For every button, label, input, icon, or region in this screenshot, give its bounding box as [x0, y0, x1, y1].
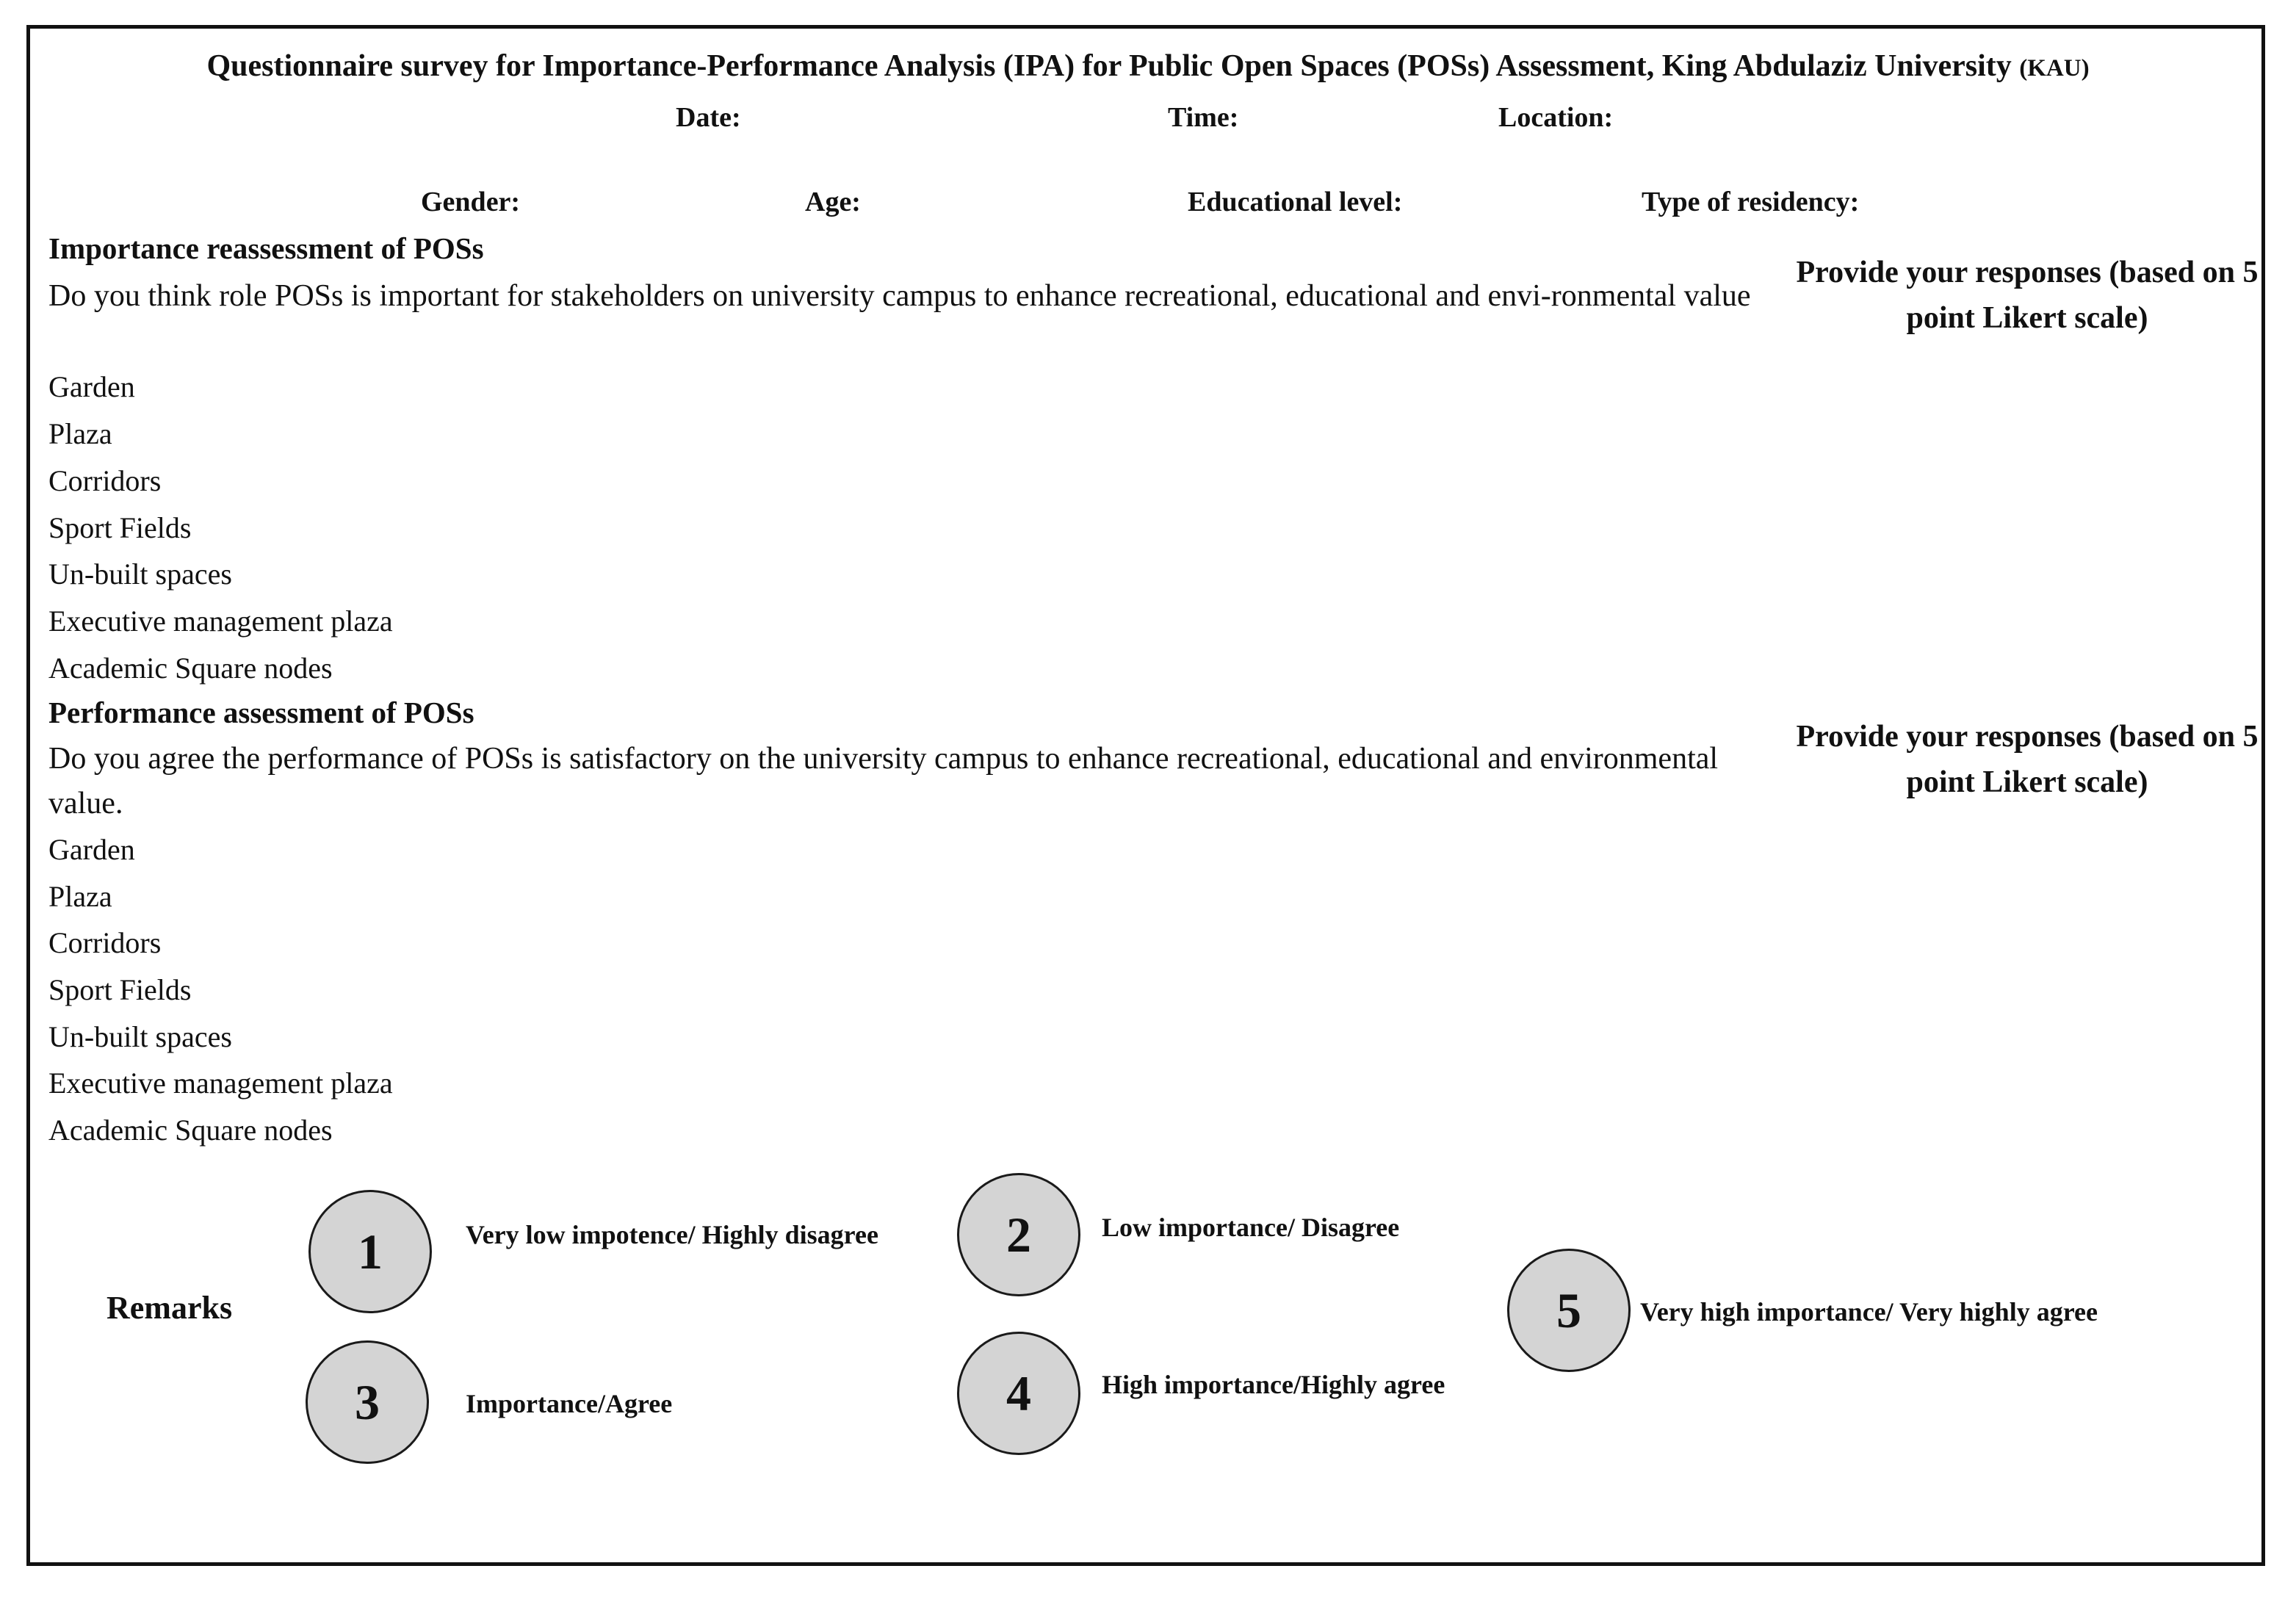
importance-item-unbuilt-spaces: Un-built spaces	[48, 557, 232, 591]
performance-item-academic-nodes: Academic Square nodes	[48, 1113, 333, 1147]
performance-heading: Performance assessment of POSs	[48, 696, 474, 729]
performance-item-executive-plaza: Executive management plaza	[48, 1066, 393, 1100]
remarks-label: Remarks	[107, 1290, 233, 1326]
importance-item-corridors: Corridors	[48, 464, 162, 497]
survey-title-text: Questionnaire survey for Importance-Perf…	[206, 49, 2012, 83]
performance-item-garden: Garden	[48, 833, 135, 866]
performance-question: Do you agree the performance of POSs is …	[48, 742, 1719, 820]
questionnaire-frame	[26, 25, 2265, 1566]
performance-response-note: Provide your responses (based on 5 point…	[1796, 720, 2259, 799]
age-label: Age:	[805, 187, 861, 217]
date-label: Date:	[676, 102, 741, 133]
importance-item-plaza: Plaza	[48, 417, 112, 450]
scale-circle-3: 3	[306, 1340, 429, 1464]
performance-item-sport-fields: Sport Fields	[48, 973, 192, 1006]
scale-label-4: High importance/Highly agree	[1102, 1370, 1445, 1399]
survey-title: Questionnaire survey for Importance-Perf…	[0, 48, 2296, 84]
scale-circle-2: 2	[957, 1173, 1080, 1296]
scale-label-5: Very high importance/ Very highly agree	[1640, 1297, 2098, 1327]
gender-label: Gender:	[421, 187, 521, 217]
scale-label-2: Low importance/ Disagree	[1102, 1213, 1400, 1242]
importance-item-executive-plaza: Executive management plaza	[48, 604, 393, 638]
scale-circle-1: 1	[308, 1190, 432, 1313]
importance-heading: Importance reassessment of POSs	[48, 231, 484, 265]
scale-label-3: Importance/Agree	[466, 1389, 673, 1418]
scale-circle-5: 5	[1507, 1249, 1631, 1372]
scale-label-1: Very low impotence/ Highly disagree	[466, 1220, 878, 1249]
location-label: Location:	[1498, 102, 1614, 133]
importance-item-sport-fields: Sport Fields	[48, 511, 192, 544]
importance-item-academic-nodes: Academic Square nodes	[48, 651, 333, 685]
residency-label: Type of residency:	[1642, 187, 1860, 217]
education-label: Educational level:	[1188, 187, 1403, 217]
performance-item-corridors: Corridors	[48, 926, 162, 959]
scale-circle-4: 4	[957, 1332, 1080, 1455]
performance-item-unbuilt-spaces: Un-built spaces	[48, 1020, 232, 1053]
importance-item-garden: Garden	[48, 370, 135, 403]
survey-title-abbr: (KAU)	[2019, 55, 2090, 82]
importance-question: Do you think role POSs is important for …	[48, 279, 1751, 313]
performance-item-plaza: Plaza	[48, 880, 112, 913]
time-label: Time:	[1168, 102, 1239, 133]
importance-response-note: Provide your responses (based on 5 point…	[1796, 256, 2259, 335]
